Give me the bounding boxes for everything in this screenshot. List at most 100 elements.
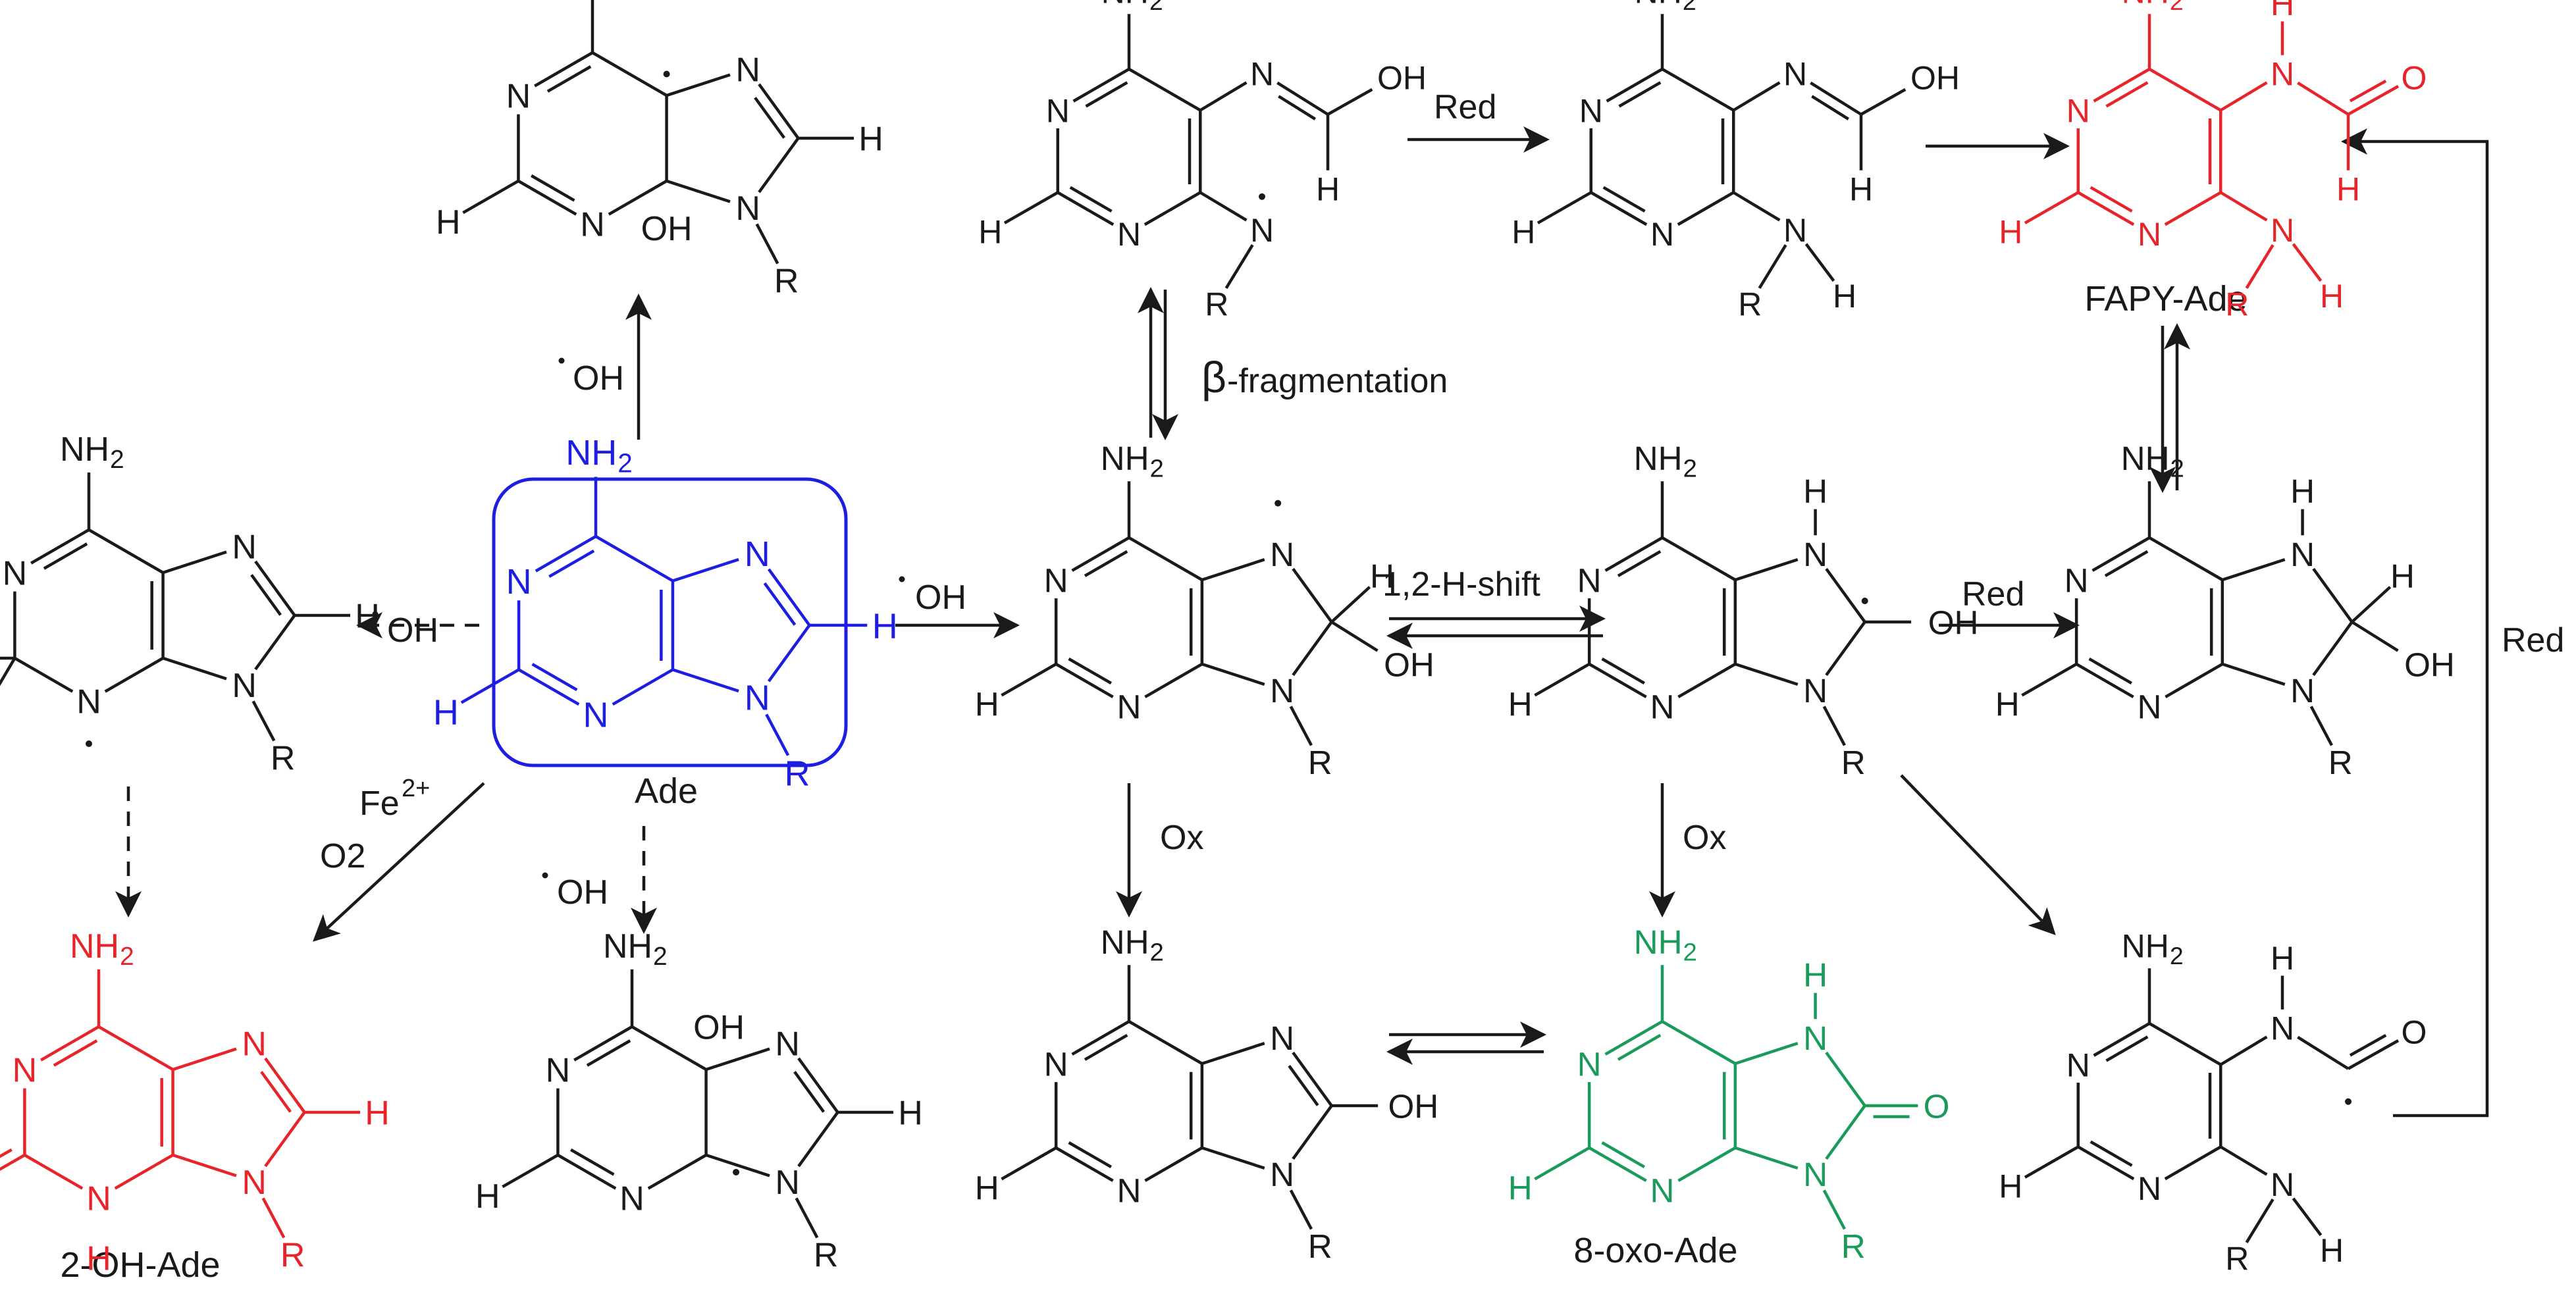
svg-text:N: N <box>506 78 531 116</box>
svg-text:NH: NH <box>1101 0 1149 10</box>
svg-text:N: N <box>1803 672 1827 710</box>
svg-text:N: N <box>1270 1019 1294 1057</box>
o2-label: O2 <box>320 837 365 875</box>
svg-text:N: N <box>242 1164 267 1202</box>
svg-text:NH: NH <box>70 927 119 966</box>
red-label: Red <box>2502 621 2564 659</box>
arrow-to-formamido-radical <box>1900 774 2056 935</box>
fapy-ade-label: FAPY-Ade <box>2084 279 2247 319</box>
svg-text:N: N <box>1117 216 1141 253</box>
svg-text:N: N <box>1117 1172 1142 1209</box>
svg-text:2: 2 <box>110 446 124 474</box>
svg-text:N: N <box>619 1180 644 1218</box>
svg-text:2: 2 <box>1683 455 1697 483</box>
svg-text:N: N <box>1250 55 1274 92</box>
svg-text:2: 2 <box>1683 939 1697 967</box>
svg-text:OH: OH <box>2404 646 2455 683</box>
svg-text:R: R <box>1205 286 1228 322</box>
svg-text:OH: OH <box>641 210 693 248</box>
svg-text:OH: OH <box>693 1009 745 1047</box>
svg-text:NH: NH <box>2122 927 2169 964</box>
svg-text:N: N <box>2066 1047 2090 1084</box>
radical-dot <box>899 576 905 582</box>
two-oh-ade-label: 2-OH-Ade <box>60 1245 220 1285</box>
svg-text:R: R <box>2225 1240 2249 1277</box>
ring-opened-radical-structure: NNNH2HNOHHNR <box>978 0 1427 322</box>
svg-text:NH: NH <box>1634 440 1683 477</box>
svg-text:NH: NH <box>1101 923 1149 961</box>
svg-text:N: N <box>1117 688 1142 725</box>
formamidine-structure: NNNH2HNOHHNRH <box>1511 0 1960 322</box>
svg-text:H: H <box>86 1240 111 1278</box>
svg-text:N: N <box>1044 561 1068 599</box>
svg-text:N: N <box>1270 1156 1294 1193</box>
red-label: Red <box>1962 575 2024 613</box>
oxo-ade-label: 8-oxo-Ade <box>1573 1231 1737 1270</box>
svg-text:H: H <box>365 1095 390 1133</box>
svg-text:2: 2 <box>2170 0 2184 15</box>
svg-text:N: N <box>3 555 28 593</box>
svg-text:OH: OH <box>1384 646 1434 683</box>
svg-text:R: R <box>1738 286 1762 322</box>
svg-text:N: N <box>1783 212 1807 249</box>
svg-text:R: R <box>271 739 296 777</box>
oh-radical-label: OH <box>573 359 624 398</box>
svg-text:N: N <box>735 190 760 228</box>
svg-text:H: H <box>436 203 461 242</box>
beta-label: β <box>1201 353 1226 401</box>
red-label: Red <box>1434 88 1496 126</box>
svg-text:R: R <box>1841 744 1866 781</box>
svg-text:H: H <box>2271 940 2294 977</box>
svg-text:R: R <box>785 754 810 793</box>
svg-text:N: N <box>2064 561 2089 599</box>
svg-text:2: 2 <box>120 942 134 971</box>
molecules: NNNNNH2HHRNNNNNH2HHROHNNNNNH2HOHHRNNNNNH… <box>0 0 2455 1278</box>
ox-label: Ox <box>1683 819 1726 857</box>
svg-text:H: H <box>475 1177 500 1216</box>
svg-text:N: N <box>1577 561 1602 599</box>
svg-text:N: N <box>546 1052 571 1090</box>
svg-text:H: H <box>1508 1170 1533 1207</box>
svg-text:2: 2 <box>1150 455 1164 483</box>
svg-text:N: N <box>2271 1010 2294 1046</box>
svg-text:H: H <box>2290 473 2315 510</box>
svg-text:N: N <box>1650 688 1675 725</box>
svg-text:O: O <box>1924 1087 1950 1125</box>
svg-text:N: N <box>1270 672 1294 710</box>
svg-text:O: O <box>2402 60 2427 97</box>
svg-text:N: N <box>2271 1166 2294 1203</box>
svg-text:2: 2 <box>2170 942 2184 969</box>
svg-text:N: N <box>1650 216 1674 253</box>
svg-text:R: R <box>1308 1227 1332 1265</box>
svg-text:H: H <box>858 120 883 159</box>
svg-text:H: H <box>978 213 1002 250</box>
svg-text:H: H <box>1833 278 1856 315</box>
svg-text:N: N <box>2271 212 2294 249</box>
svg-text:N: N <box>76 683 101 721</box>
svg-text:NH: NH <box>60 430 109 469</box>
svg-text:H: H <box>2390 557 2415 595</box>
svg-text:R: R <box>2328 744 2353 781</box>
svg-text:R: R <box>280 1236 305 1274</box>
svg-text:N: N <box>232 667 257 705</box>
ox-label: Ox <box>1160 819 1203 857</box>
svg-text:H: H <box>1849 170 1873 207</box>
svg-text:N: N <box>775 1164 800 1202</box>
svg-text:N: N <box>13 1052 38 1090</box>
svg-text:H: H <box>433 692 459 732</box>
svg-text:H: H <box>2320 278 2344 315</box>
svg-text:NH: NH <box>2121 440 2170 477</box>
svg-text:N: N <box>2138 1170 2161 1207</box>
svg-text:H: H <box>1316 170 1340 207</box>
oh-radical-label: OH <box>915 579 966 617</box>
svg-text:OH: OH <box>1928 604 1979 641</box>
svg-text:R: R <box>1841 1227 1866 1265</box>
oh-radical-label: OH <box>387 611 438 650</box>
two-oh-ade-structure: NNNNNH2OHHR <box>0 927 390 1278</box>
radical-dot <box>542 872 548 879</box>
svg-text:R: R <box>1308 744 1332 781</box>
